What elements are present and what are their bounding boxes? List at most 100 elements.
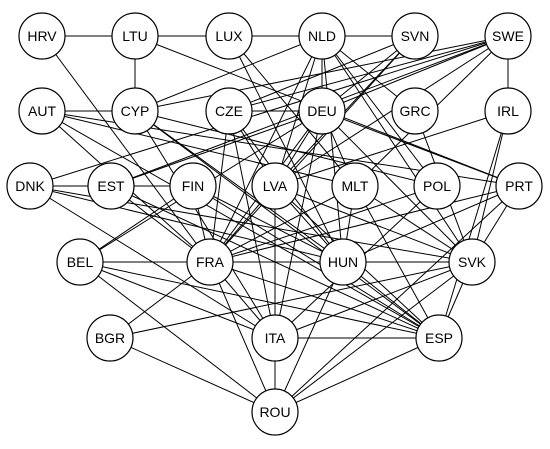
- edge-aut-mlt: [41, 110, 356, 187]
- node-cze: CZE: [205, 87, 253, 135]
- edge-irl-lva: [274, 110, 509, 187]
- node-label: DEU: [307, 103, 337, 119]
- node-bel: BEL: [56, 238, 104, 286]
- node-circle: [56, 238, 104, 286]
- edge-bel-ita: [79, 261, 276, 339]
- node-circle: [484, 87, 532, 135]
- node-circle: [391, 12, 439, 60]
- node-mlt: MLT: [331, 162, 379, 210]
- edge-cyp-esp: [134, 110, 440, 339]
- node-circle: [391, 87, 439, 135]
- node-label: CYP: [121, 103, 150, 119]
- edge-cyp-ita: [134, 110, 276, 339]
- edge-bel-rou: [79, 261, 276, 413]
- node-circle: [495, 162, 543, 210]
- edge-aut-esp: [41, 110, 440, 339]
- edge-dnk-hun: [29, 185, 344, 263]
- node-label: SWE: [492, 28, 524, 44]
- node-circle: [413, 162, 461, 210]
- node-ita: ITA: [251, 314, 299, 362]
- edge-svn-fra: [209, 35, 416, 263]
- edge-esp-rou: [274, 337, 440, 413]
- edge-lva-svk: [274, 185, 473, 263]
- node-label: LUX: [215, 28, 243, 44]
- node-circle: [87, 162, 135, 210]
- node-label: BEL: [67, 254, 94, 270]
- node-aut: AUT: [18, 87, 66, 135]
- edge-fin-hun: [192, 185, 344, 263]
- node-circle: [298, 87, 346, 135]
- edge-deu-est: [110, 110, 323, 187]
- node-irl: IRL: [484, 87, 532, 135]
- node-label: CZE: [215, 103, 243, 119]
- node-fra: FRA: [186, 238, 234, 286]
- edge-bel-esp: [79, 261, 440, 339]
- node-label: GRC: [399, 103, 430, 119]
- node-label: FRA: [196, 254, 225, 270]
- node-est: EST: [87, 162, 135, 210]
- edge-fra-esp: [209, 261, 440, 339]
- node-label: SVK: [458, 254, 487, 270]
- node-dnk: DNK: [6, 162, 54, 210]
- node-esp: ESP: [415, 314, 463, 362]
- node-circle: [415, 314, 463, 362]
- node-circle: [186, 238, 234, 286]
- edge-prt-hun: [342, 185, 520, 263]
- edge-nld-cyp: [134, 35, 323, 112]
- node-circle: [6, 162, 54, 210]
- edge-swe-cyp: [134, 35, 509, 112]
- node-label: SVN: [401, 28, 430, 44]
- node-circle: [111, 87, 159, 135]
- node-label: ESP: [425, 330, 453, 346]
- node-circle: [18, 87, 66, 135]
- node-circle: [169, 162, 217, 210]
- node-circle: [484, 12, 532, 60]
- edge-bgr-rou: [109, 337, 276, 413]
- node-label: PRT: [505, 178, 533, 194]
- node-label: NLD: [308, 28, 336, 44]
- node-label: LTU: [122, 28, 147, 44]
- node-label: HRV: [27, 28, 57, 44]
- node-label: ITA: [265, 330, 286, 346]
- node-bgr: BGR: [86, 314, 134, 362]
- node-circle: [331, 162, 379, 210]
- node-label: POL: [423, 178, 451, 194]
- node-cyp: CYP: [111, 87, 159, 135]
- edge-prt-rou: [274, 185, 520, 413]
- node-circle: [251, 388, 299, 436]
- edge-deu-svk: [321, 110, 473, 263]
- edge-fra-rou: [209, 261, 276, 413]
- edge-svk-ita: [274, 261, 473, 339]
- node-label: HUN: [328, 254, 358, 270]
- node-circle: [251, 162, 299, 210]
- node-lux: LUX: [205, 12, 253, 60]
- node-circle: [205, 12, 253, 60]
- node-label: AUT: [28, 103, 56, 119]
- edge-prt-fra: [209, 185, 520, 263]
- edge-deu-ita: [274, 110, 323, 339]
- node-label: DNK: [15, 178, 45, 194]
- node-circle: [251, 314, 299, 362]
- edge-pol-fra: [209, 185, 438, 263]
- edge-hrv-fra: [41, 35, 211, 263]
- node-label: FIN: [182, 178, 205, 194]
- node-circle: [86, 314, 134, 362]
- node-label: EST: [97, 178, 125, 194]
- edge-irl-esp: [438, 110, 509, 339]
- edge-cyp-pol: [134, 110, 438, 187]
- node-deu: DEU: [298, 87, 346, 135]
- node-circle: [111, 12, 159, 60]
- node-hrv: HRV: [18, 12, 66, 60]
- edge-svk-rou: [274, 261, 473, 413]
- edge-mlt-fra: [209, 185, 356, 263]
- edge-hun-rou: [274, 261, 344, 413]
- node-circle: [298, 12, 346, 60]
- edge-nld-fra: [209, 35, 323, 263]
- node-hun: HUN: [319, 238, 367, 286]
- edge-nld-pol: [321, 35, 438, 187]
- edge-nld-svk: [321, 35, 473, 263]
- node-label: MLT: [342, 178, 369, 194]
- node-circle: [18, 12, 66, 60]
- node-pol: POL: [413, 162, 461, 210]
